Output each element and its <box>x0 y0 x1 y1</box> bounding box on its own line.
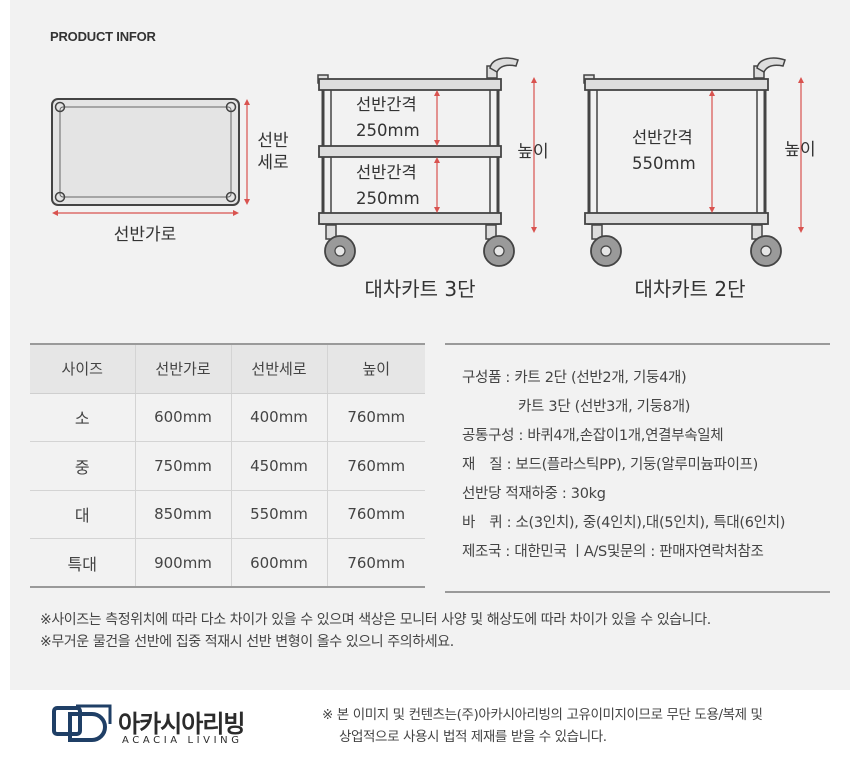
section-title: PRODUCT INFOR <box>50 29 156 44</box>
cart3-height-label: 높이 <box>517 142 548 162</box>
header-shelf-width: 선반가로 <box>134 343 231 394</box>
notice-section: ※사이즈는 측정위치에 따라 다소 차이가 있을 수 있으며 색상은 모니터 사… <box>40 609 711 653</box>
acacia-logo-icon <box>52 704 112 742</box>
header-height: 높이 <box>326 343 425 394</box>
product-dimension-diagram: 선반가로 선반 세로 선반간격 250mm 선반간격 250mm 높이 대차카트… <box>51 57 816 301</box>
copyright-line-2: 상업적으로 사용시 법적 제재를 받을 수 있습니다. <box>339 729 607 745</box>
cell-size: 특대 <box>30 538 135 588</box>
table-header-row: 사이즈 선반가로 선반세로 높이 <box>30 343 425 394</box>
table-row: 대 850mm 550mm 760mm <box>30 490 425 539</box>
brand-name-english: ACACIA LIVING <box>122 735 243 746</box>
copyright-line-1: ※ 본 이미지 및 컨텐츠는(주)아카시아리빙의 고유이미지이므로 무단 도용/… <box>322 707 763 723</box>
cart3-caption: 대차카트 3단 <box>364 277 475 301</box>
cell-size: 소 <box>30 393 135 442</box>
cart3-gap-label-bottom: 선반간격 <box>356 163 417 182</box>
info-common-parts: 공통구성 : 바퀴4개,손잡이1개,연결부속일체 <box>462 428 724 444</box>
cart-3-tier <box>317 57 519 267</box>
cell-shelf-depth: 450mm <box>230 441 327 491</box>
cart3-gap-value-bottom: 250mm <box>356 189 420 208</box>
cart3-gap-value-top: 250mm <box>356 121 420 140</box>
cell-height: 760mm <box>326 393 425 442</box>
cart2-gap-label: 선반간격 <box>632 128 693 147</box>
cell-shelf-width: 900mm <box>134 538 231 588</box>
cell-shelf-width: 600mm <box>134 393 231 442</box>
shelf-depth-label-1: 선반 <box>257 131 289 151</box>
product-composition-info: 구성품 : 카트 2단 (선반2개, 기둥4개) 카트 3단 (선반3개, 기둥… <box>445 343 830 593</box>
cell-height: 760mm <box>326 490 425 539</box>
shelf-depth-label-2: 세로 <box>257 153 288 173</box>
cart2-gap-value: 550mm <box>632 154 696 173</box>
cell-shelf-depth: 400mm <box>230 393 327 442</box>
cart3-gap-label-top: 선반간격 <box>356 95 417 114</box>
cart-2-tier <box>583 57 786 267</box>
notice-size-color: ※사이즈는 측정위치에 따라 다소 차이가 있을 수 있으며 색상은 모니터 사… <box>40 612 711 628</box>
cell-shelf-width: 850mm <box>134 490 231 539</box>
info-components: 구성품 : 카트 2단 (선반2개, 기둥4개) <box>462 370 687 386</box>
copyright-notice: ※ 본 이미지 및 컨텐츠는(주)아카시아리빙의 고유이미지이므로 무단 도용/… <box>322 704 763 748</box>
info-load-capacity: 선반당 적재하중 : 30kg <box>462 486 606 502</box>
cell-shelf-depth: 550mm <box>230 490 327 539</box>
shelf-width-label: 선반가로 <box>114 225 177 245</box>
table-row: 소 600mm 400mm 760mm <box>30 393 425 442</box>
shelf-top-view <box>51 98 240 206</box>
notice-heavy-load: ※무거운 물건을 선반에 집중 적재시 선반 변형이 올수 있으니 주의하세요. <box>40 634 454 650</box>
cart2-caption: 대차카트 2단 <box>634 277 745 301</box>
table-row: 중 750mm 450mm 760mm <box>30 441 425 491</box>
info-components-3tier: 카트 3단 (선반3개, 기둥8개) <box>518 399 691 415</box>
header-shelf-depth: 선반세로 <box>230 343 327 394</box>
info-material: 재 질 : 보드(플라스틱PP), 기둥(알루미늄파이프) <box>462 457 759 473</box>
header-size: 사이즈 <box>30 343 135 394</box>
cart2-height-label: 높이 <box>784 140 815 160</box>
brand-name-korean: 아카시아리빙 <box>118 710 245 738</box>
cell-size: 대 <box>30 490 135 539</box>
cell-shelf-width: 750mm <box>134 441 231 491</box>
info-origin-support: 제조국 : 대한민국 ㅣA/S및문의 : 판매자연락처참조 <box>462 544 764 560</box>
table-row: 특대 900mm 600mm 760mm <box>30 538 425 588</box>
cell-height: 760mm <box>326 441 425 491</box>
cell-size: 중 <box>30 441 135 491</box>
info-wheels: 바 퀴 : 소(3인치), 중(4인치),대(5인치), 특대(6인치) <box>462 515 786 531</box>
cell-height: 760mm <box>326 538 425 588</box>
size-spec-table: 사이즈 선반가로 선반세로 높이 소 600mm 400mm 760mm 중 7… <box>30 343 425 588</box>
cell-shelf-depth: 600mm <box>230 538 327 588</box>
